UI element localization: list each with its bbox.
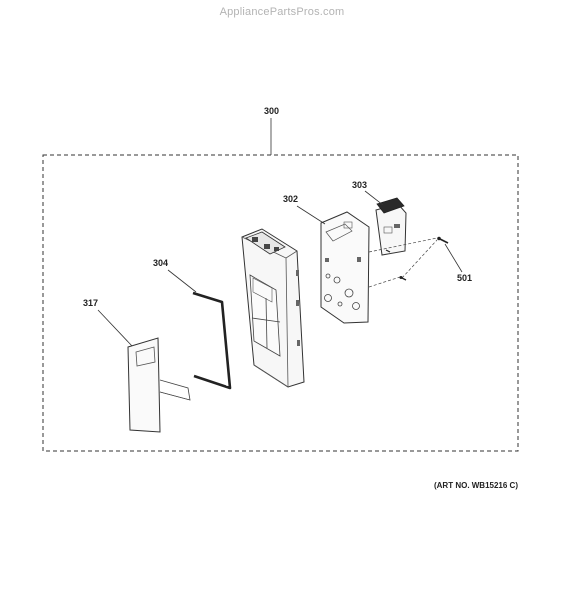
part-501-screws[interactable] bbox=[385, 236, 449, 281]
callout-501[interactable]: 501 bbox=[457, 273, 472, 283]
assembly-boundary bbox=[42, 154, 519, 452]
leader-304 bbox=[167, 269, 197, 293]
part-304-seal[interactable] bbox=[192, 291, 232, 390]
callout-317[interactable]: 317 bbox=[83, 298, 98, 308]
callout-304[interactable]: 304 bbox=[153, 258, 168, 268]
part-302-board[interactable] bbox=[320, 211, 370, 324]
leader-501 bbox=[444, 243, 463, 273]
callout-300[interactable]: 300 bbox=[264, 106, 279, 116]
watermark: AppliancePartsPros.com bbox=[219, 6, 345, 18]
leader-302 bbox=[296, 205, 326, 225]
leader-317 bbox=[97, 309, 133, 347]
callout-303[interactable]: 303 bbox=[352, 180, 367, 190]
part-317-cover[interactable] bbox=[127, 337, 191, 433]
leader-303 bbox=[364, 190, 384, 206]
screw-alignment-lines bbox=[368, 237, 438, 288]
part-303-display[interactable] bbox=[375, 197, 407, 256]
callout-302[interactable]: 302 bbox=[283, 194, 298, 204]
art-number: (ART NO. WB15216 C) bbox=[433, 481, 518, 490]
part-control-panel-frame[interactable] bbox=[241, 228, 305, 388]
